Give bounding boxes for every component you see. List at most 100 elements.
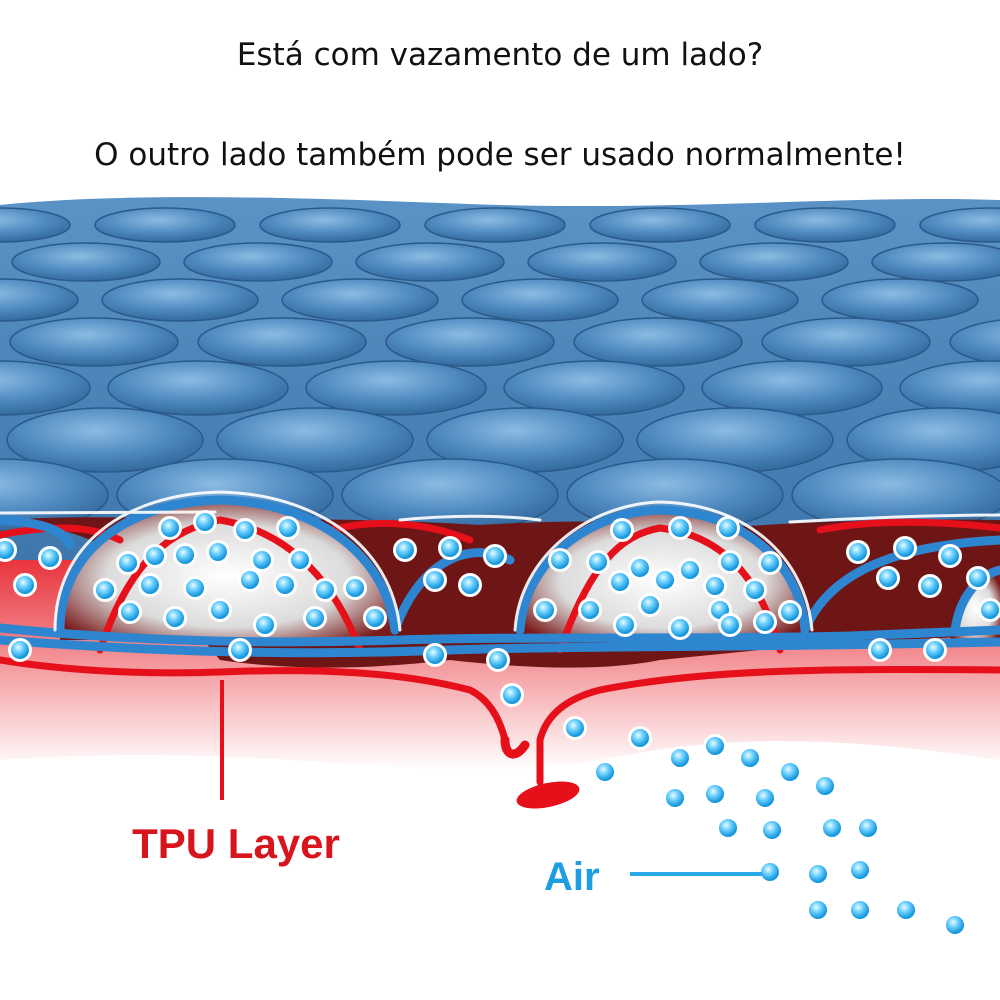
air-bubble-icon [233,518,257,542]
air-bubble-icon [876,566,900,590]
air-bubble-icon [978,598,1000,622]
air-bubble-icon [668,746,692,770]
air-bubble-icon [423,568,447,592]
air-bubble-icon [966,566,990,590]
mat-cell [11,242,161,282]
mat-cell [259,207,401,243]
mat-cell [0,207,71,243]
air-bubble-icon [760,818,784,842]
mat-cell [107,360,289,416]
air-bubble-icon [753,610,777,634]
mat-cell [216,407,414,473]
air-bubble-icon [578,598,602,622]
mat-cell [355,242,505,282]
air-bubble-icon [893,536,917,560]
air-bubble-icon [238,568,262,592]
air-bubble-icon [938,544,962,568]
mat-cell [919,207,1000,243]
air-bubble-icon [943,913,967,937]
air-bubble-icon [868,638,892,662]
air-bubble-icon [718,613,742,637]
chamber-edge-right [950,570,1000,640]
air-bubble-icon [118,600,142,624]
air-bubble-icon [753,786,777,810]
air-bubble-icon [628,726,652,750]
headline-question: Está com vazamento de um lado? [236,37,764,73]
air-bubble-icon [678,558,702,582]
air-bubble-icon [610,518,634,542]
air-bubble-icon [628,556,652,580]
air-bubble-icon [486,648,510,672]
air-bubble-icon [716,816,740,840]
air-bubble-icon [653,568,677,592]
air-bubble-icon [856,816,880,840]
air-bubble-icon [13,573,37,597]
air-bubble-icon [743,578,767,602]
air-bubble-icon [738,746,762,770]
air-bubble-icon [820,816,844,840]
air-bubble-icon [613,613,637,637]
air-bubble-icon [703,782,727,806]
mat-cell [305,360,487,416]
mat-cell [761,317,931,367]
mat-cell [503,360,685,416]
mat-cell [101,278,259,322]
air-bubble-icon [163,606,187,630]
upper-membrane [0,495,1000,658]
air-bubble-icon [343,576,367,600]
mat-cell [0,278,79,322]
air-bubble-icon [563,716,587,740]
air-bubble-icon [668,516,692,540]
mat-cell [183,242,333,282]
air-bubble-icon [548,548,572,572]
chamber-left [60,498,395,640]
air-bubble-icon [593,760,617,784]
air-bubble-icon [250,548,274,572]
air-bubble-icon [206,540,230,564]
air-label: Air [544,855,600,899]
air-bubble-icon [253,613,277,637]
air-bubble-icon [716,516,740,540]
mat-cell [94,207,236,243]
air-bubble-icon [183,576,207,600]
air-bubble-icon [638,593,662,617]
air-bubble-icon [894,898,918,922]
air-bubble-icon [313,578,337,602]
mat-cell [754,207,896,243]
air-bubble-icon [273,573,297,597]
air-bubble-icon [423,643,447,667]
air-bubble-icon [608,570,632,594]
air-bubble-icon [758,860,782,884]
air-bubble-icon [918,574,942,598]
air-bubble-icon [138,573,162,597]
air-bubble-icon [703,734,727,758]
membrane-highlight [0,490,1000,632]
mat-cell [385,317,555,367]
air-bubble-icon [363,606,387,630]
air-bubble-icon [806,862,830,886]
mat-cell [821,278,979,322]
air-bubble-icon [208,598,232,622]
air-bubble-icon [923,638,947,662]
mat-cell [527,242,677,282]
air-bubble-icon [533,598,557,622]
mat-cell [424,207,566,243]
mat-cell [699,242,849,282]
air-bubble-icon [813,774,837,798]
air-bubble-icon [663,786,687,810]
mat-cell [701,360,883,416]
mat-cell [573,317,743,367]
mat-cell [589,207,731,243]
air-bubble-icon [806,898,830,922]
air-bubble-icon [288,548,312,572]
air-bubble-icon [116,551,140,575]
air-bubble-icon [848,898,872,922]
air-bubble-icon [483,544,507,568]
valve-icon [500,735,580,809]
mat-cell [281,278,439,322]
air-bubble-icon [848,858,872,882]
air-bubble-icon [276,516,300,540]
air-bubble-icon [438,536,462,560]
